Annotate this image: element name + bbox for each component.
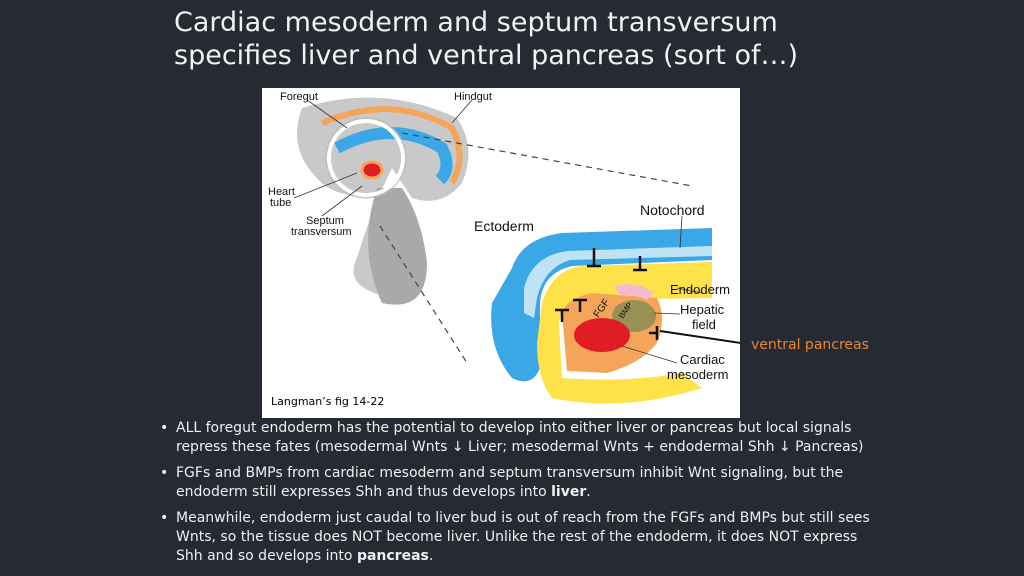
- label-hepatic-line1: Hepatic: [680, 302, 725, 317]
- figure-caption: Langman’s fig 14-22: [271, 395, 385, 408]
- label-septum-line1: Septum: [306, 215, 344, 227]
- slide-title: Cardiac mesoderm and septum transversum …: [174, 7, 799, 71]
- embryo-figure: Foregut Hindgut Heart tube Septum transv…: [262, 88, 740, 418]
- highlight-circle: [327, 119, 405, 197]
- yolk-sac: [368, 188, 427, 305]
- heart-large: [574, 318, 630, 352]
- bullet-item: FGFs and BMPs from cardiac mesoderm and …: [160, 464, 880, 502]
- label-septum-line2: transversum: [291, 226, 352, 238]
- amnion-large: [524, 246, 712, 318]
- ventral-pancreas-callout: ventral pancreas: [751, 337, 869, 353]
- label-heart-line1: Heart: [268, 186, 295, 198]
- embryo-diagram: [293, 97, 740, 404]
- label-notochord: Notochord: [640, 202, 705, 218]
- zoom-line-bottom: [379, 225, 468, 364]
- zoom-line-top: [401, 132, 693, 187]
- label-foregut: Foregut: [280, 91, 318, 103]
- label-cardiac-line2: mesoderm: [667, 367, 729, 382]
- bullet-item: ALL foregut endoderm has the potential t…: [160, 419, 880, 457]
- endoderm-gut-small: [334, 127, 453, 185]
- label-hindgut: Hindgut: [454, 91, 492, 103]
- label-hepatic-line2: field: [692, 317, 716, 332]
- bullet-list: ALL foregut endoderm has the potential t…: [160, 419, 880, 573]
- ectoderm-band-small: [320, 106, 463, 185]
- label-endoderm: Endoderm: [670, 282, 730, 297]
- label-heart-line2: tube: [270, 197, 292, 209]
- heart-tube-small: [360, 160, 384, 180]
- septum-pink: [614, 284, 654, 300]
- label-cardiac-line1: Cardiac: [680, 352, 725, 367]
- bullet-item: Meanwhile, endoderm just caudal to liver…: [160, 509, 880, 566]
- label-ectoderm: Ectoderm: [474, 218, 534, 234]
- pancreas-pointer: [659, 330, 740, 344]
